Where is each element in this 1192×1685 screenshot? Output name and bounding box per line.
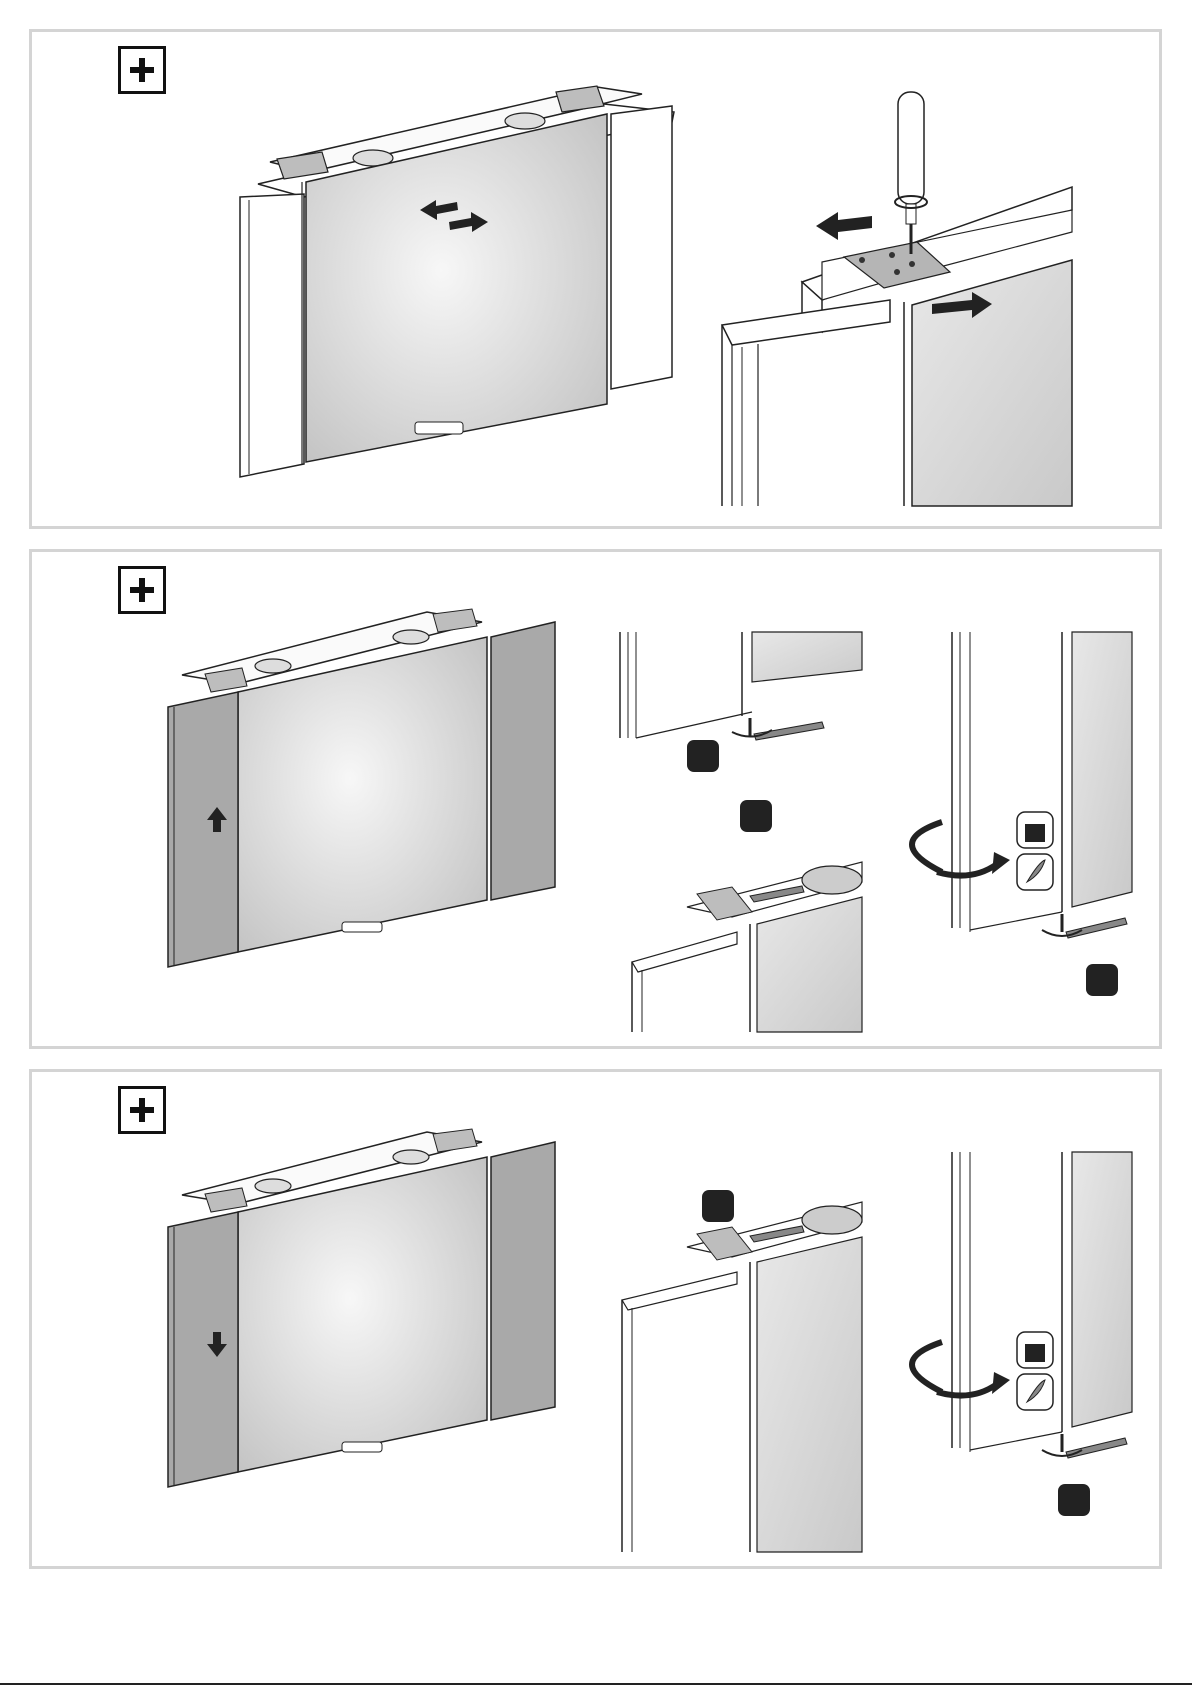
rotate-arrow-icon bbox=[912, 1342, 942, 1392]
step-3-illustration bbox=[32, 1072, 1159, 1566]
vent-icon bbox=[393, 630, 429, 644]
move-arrow-icon bbox=[816, 212, 872, 240]
step-2-illustration bbox=[32, 552, 1159, 1046]
step-marker-icon bbox=[702, 1190, 734, 1222]
vent-icon bbox=[393, 1150, 429, 1164]
vent-icon bbox=[255, 1179, 291, 1193]
hinge-icon bbox=[433, 609, 477, 632]
hinge-icon bbox=[433, 1129, 477, 1152]
weight-icon bbox=[1025, 1344, 1045, 1362]
vent-icon bbox=[802, 1206, 862, 1234]
step-marker-icon bbox=[1058, 1484, 1090, 1516]
step-1-illustration bbox=[32, 32, 1159, 526]
step-panel-2 bbox=[29, 549, 1162, 1049]
hex-key-icon bbox=[750, 718, 824, 740]
step-marker-icon bbox=[687, 740, 719, 772]
weight-icon bbox=[1025, 824, 1045, 842]
vent-icon bbox=[505, 113, 545, 129]
screwdriver-icon bbox=[898, 92, 924, 254]
vent-icon bbox=[802, 866, 862, 894]
rotate-arrow-icon bbox=[912, 822, 942, 872]
step-marker-icon bbox=[1086, 964, 1118, 996]
vent-icon bbox=[255, 659, 291, 673]
step-panel-1 bbox=[29, 29, 1162, 529]
step-marker-icon bbox=[740, 800, 772, 832]
step-panel-3 bbox=[29, 1069, 1162, 1569]
